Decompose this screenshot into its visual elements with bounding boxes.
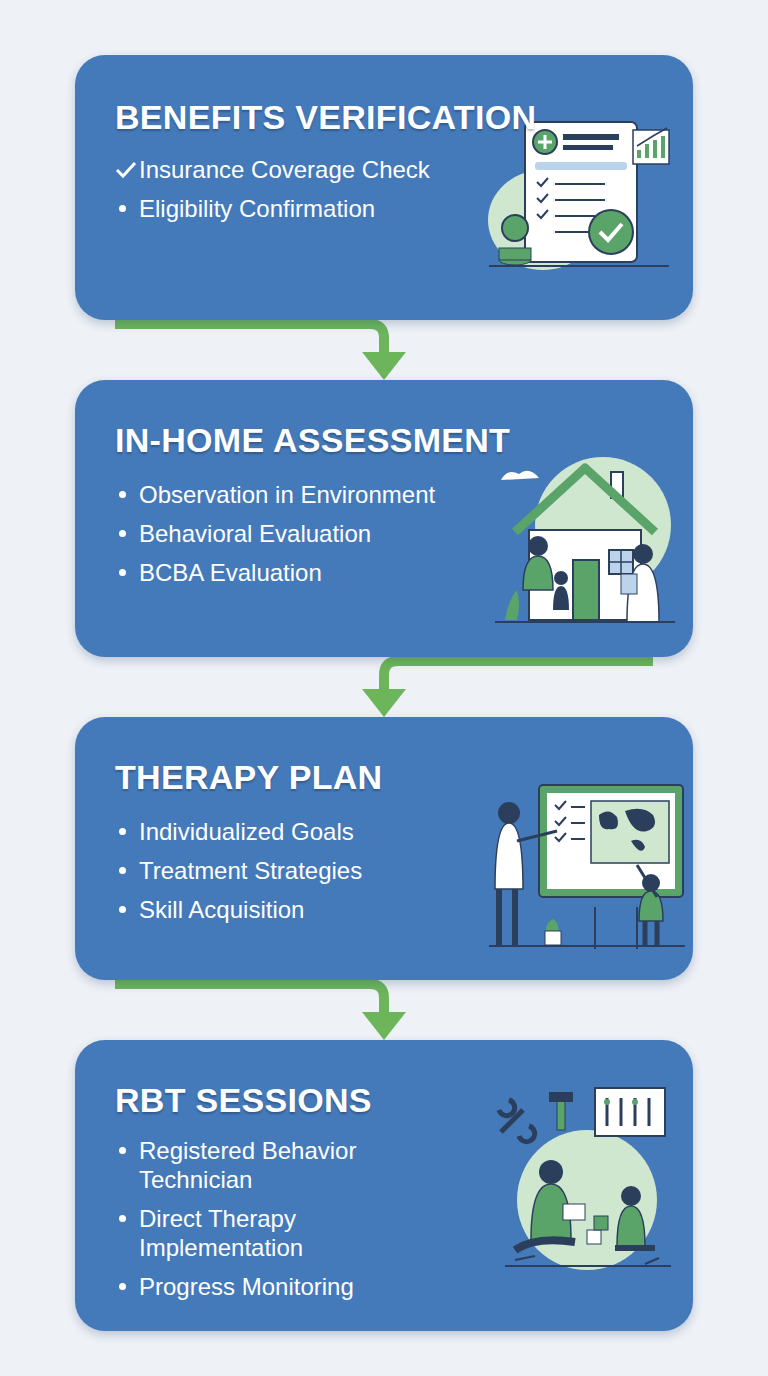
- list-row: Observation in Environment: [115, 480, 510, 509]
- box-title: RBT SESSIONS: [115, 1080, 372, 1120]
- spacer: [115, 460, 510, 470]
- bullet: [115, 194, 139, 223]
- list-row: Registered Behavior Technician: [115, 1136, 439, 1194]
- bullet-dot: [119, 569, 126, 576]
- flow-arrow: [115, 324, 406, 380]
- bullet-dot: [119, 1147, 126, 1154]
- arrow-line: [384, 661, 653, 691]
- house-illustration: [493, 450, 678, 640]
- bullet-dot: [119, 205, 126, 212]
- list-row: Progress Monitoring: [115, 1272, 439, 1301]
- check-icon: [115, 160, 137, 180]
- spacer: [115, 797, 382, 807]
- list-item: Direct Therapy Implementation: [139, 1204, 439, 1262]
- box-content: THERAPY PLAN Individualized GoalsTreatmen…: [115, 757, 382, 924]
- box-content: BENEFITS VERIFICATION Insurance Coverage …: [115, 97, 536, 223]
- bullet-dot: [119, 906, 126, 913]
- list-row: Direct Therapy Implementation: [115, 1204, 439, 1262]
- list-item: Individualized Goals: [139, 817, 354, 846]
- list-item: Registered Behavior Technician: [139, 1136, 439, 1194]
- flow-arrow: [115, 984, 406, 1040]
- bullet: [115, 856, 139, 885]
- spacer: [115, 1120, 439, 1126]
- flow-arrow: [362, 661, 653, 717]
- list-row: Treatment Strategies: [115, 856, 382, 885]
- bullet-dot: [119, 1283, 126, 1290]
- therapy-plan-illustration: [487, 779, 687, 949]
- bullet: [115, 1272, 139, 1301]
- bullet: [115, 1204, 139, 1233]
- box-title: BENEFITS VERIFICATION: [115, 97, 536, 137]
- list-row: Individualized Goals: [115, 817, 382, 846]
- bullet-dot: [119, 530, 126, 537]
- box-content: RBT SESSIONS Registered Behavior Technici…: [115, 1080, 439, 1301]
- session-illustration: [495, 1080, 675, 1280]
- check-mark: [115, 155, 139, 184]
- list-item: Treatment Strategies: [139, 856, 362, 885]
- arrow-head: [362, 689, 406, 717]
- list-item: Insurance Coverage Check: [139, 155, 430, 184]
- bullet: [115, 480, 139, 509]
- box-title: IN-HOME ASSESSMENT: [115, 420, 510, 460]
- arrow-head: [362, 352, 406, 380]
- list-item: BCBA Evaluation: [139, 558, 322, 587]
- bullet: [115, 1136, 139, 1165]
- bullet-dot: [119, 828, 126, 835]
- box-title: THERAPY PLAN: [115, 757, 382, 797]
- bullet: [115, 817, 139, 846]
- spacer: [115, 137, 536, 145]
- list-row: Insurance Coverage Check: [115, 155, 536, 184]
- bullet: [115, 519, 139, 548]
- bullet-dot: [119, 1215, 126, 1222]
- bullet-dot: [119, 491, 126, 498]
- list-item: Observation in Environment: [139, 480, 435, 509]
- bullet-dot: [119, 867, 126, 874]
- arrow-line: [115, 984, 384, 1014]
- list-item: Behavioral Evaluation: [139, 519, 371, 548]
- list-item: Skill Acquisition: [139, 895, 304, 924]
- list-row: Eligibility Confirmation: [115, 194, 536, 223]
- list-row: BCBA Evaluation: [115, 558, 510, 587]
- arrow-line: [115, 324, 384, 354]
- list-row: Skill Acquisition: [115, 895, 382, 924]
- bullet: [115, 895, 139, 924]
- list-item: Eligibility Confirmation: [139, 194, 375, 223]
- box-content: IN-HOME ASSESSMENT Observation in Environ…: [115, 420, 510, 587]
- list-row: Behavioral Evaluation: [115, 519, 510, 548]
- arrow-head: [362, 1012, 406, 1040]
- list-item: Progress Monitoring: [139, 1272, 354, 1301]
- bullet: [115, 558, 139, 587]
